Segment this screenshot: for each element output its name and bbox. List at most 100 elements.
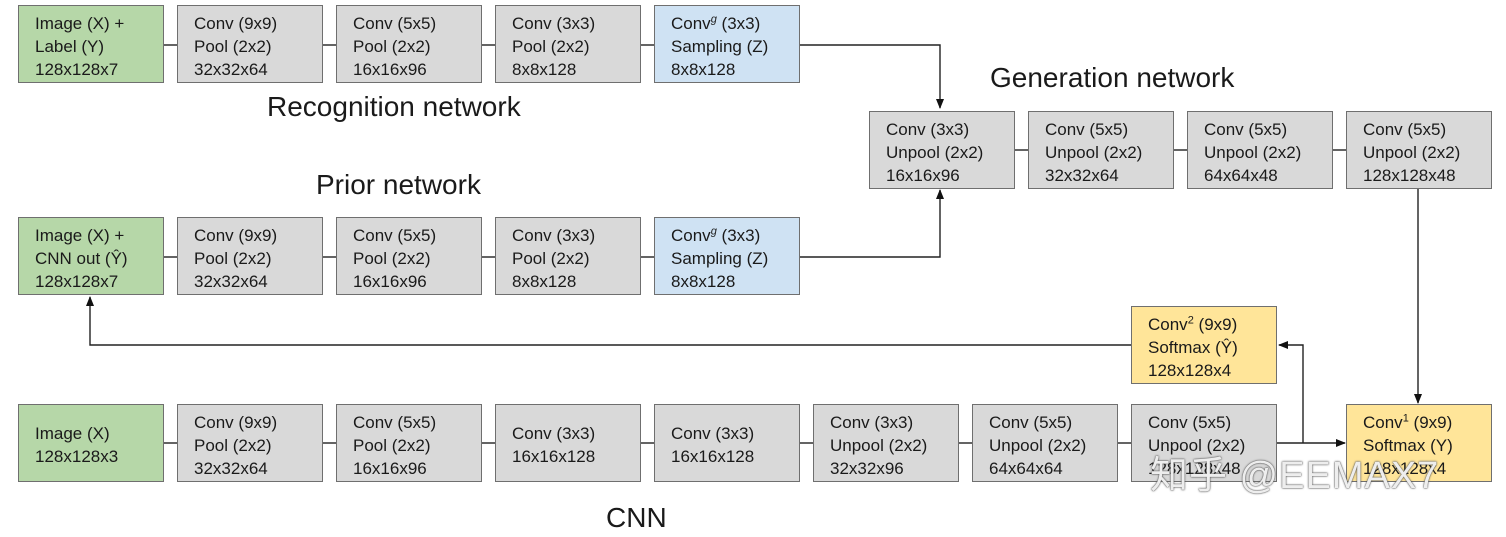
box-line: Pool (2x2) xyxy=(194,436,272,455)
box-line: 128x128x3 xyxy=(35,447,119,466)
kernel-label: (3x3) xyxy=(716,226,761,245)
box-line: Pool (2x2) xyxy=(512,37,590,56)
conv-superscript: 2 xyxy=(1187,314,1194,327)
box-line: 16x16x96 xyxy=(353,459,427,478)
box-line: Unpool (2x2) xyxy=(1148,436,1246,455)
generation-conv4-box: Conv (5x5) Unpool (2x2) 128x128x48 xyxy=(1346,111,1492,189)
recognition-conv2-box: Conv (5x5) Pool (2x2) 16x16x96 xyxy=(336,5,482,83)
zhihu-watermark: 知乎 @EEMAX7 xyxy=(1150,455,1440,497)
generation-conv1-box: Conv (3x3) Unpool (2x2) 16x16x96 xyxy=(869,111,1015,189)
box-line: Conv (3x3) xyxy=(886,120,970,139)
box-line: 32x32x64 xyxy=(194,60,268,79)
box-line: 16x16x96 xyxy=(886,166,960,185)
box-line: Convg (3x3) xyxy=(671,12,799,35)
prior-conv2-box: Conv (5x5) Pool (2x2) 16x16x96 xyxy=(336,217,482,295)
arrow-prior-to-gen xyxy=(799,189,944,258)
box-line: Pool (2x2) xyxy=(353,37,431,56)
recognition-network-title: Recognition network xyxy=(267,91,521,122)
box-line: Conv2 (9x9) xyxy=(1148,313,1276,336)
box-line: 8x8x128 xyxy=(512,60,577,79)
box-line: 32x32x96 xyxy=(830,459,904,478)
box-line: 16x16x128 xyxy=(671,447,755,466)
box-line: Label (Y) xyxy=(35,37,104,56)
box-line: Unpool (2x2) xyxy=(1204,143,1302,162)
box-line: 8x8x128 xyxy=(512,272,577,291)
box-line: Conv (9x9) xyxy=(194,226,278,245)
box-line: 8x8x128 xyxy=(671,60,736,79)
cnn-title: CNN xyxy=(606,502,667,533)
box-line: 16x16x96 xyxy=(353,272,427,291)
box-line: Unpool (2x2) xyxy=(886,143,984,162)
kernel-label: (9x9) xyxy=(1408,413,1453,432)
box-line: Conv (3x3) xyxy=(671,424,755,443)
box-line: Image (X) xyxy=(35,424,110,443)
box-line: 64x64x48 xyxy=(1204,166,1278,185)
box-line: Unpool (2x2) xyxy=(830,436,928,455)
cnn-conv4-box: Conv (3x3) 16x16x128 xyxy=(654,404,800,482)
box-line: 128x128x48 xyxy=(1148,459,1241,478)
arrow-cnn-to-conv2 xyxy=(1278,341,1304,443)
prior-network-title: Prior network xyxy=(316,169,481,200)
box-line: 64x64x64 xyxy=(989,459,1063,478)
box-line: Unpool (2x2) xyxy=(989,436,1087,455)
prior-input-box: Image (X) + CNN out (Ŷ) 128x128x7 xyxy=(18,217,164,295)
conv-label: Conv xyxy=(1148,315,1188,334)
generation-conv3-box: Conv (5x5) Unpool (2x2) 64x64x48 xyxy=(1187,111,1333,189)
generation-conv2-box: Conv (5x5) Unpool (2x2) 32x32x64 xyxy=(1028,111,1174,189)
conv-superscript: g xyxy=(710,13,717,26)
box-line: 16x16x96 xyxy=(353,60,427,79)
box-line: 32x32x64 xyxy=(1045,166,1119,185)
conv-label: Conv xyxy=(671,14,711,33)
cnn-input-box: Image (X) 128x128x3 xyxy=(18,404,164,482)
box-line: Conv (3x3) xyxy=(512,424,596,443)
box-line: 8x8x128 xyxy=(671,272,736,291)
box-line: Pool (2x2) xyxy=(512,249,590,268)
box-line: CNN out (Ŷ) xyxy=(35,249,128,268)
box-line: Conv (3x3) xyxy=(512,226,596,245)
conv2-softmax-box: Conv2 (9x9) Softmax (Ŷ) 128x128x4 xyxy=(1131,306,1277,384)
box-line: 32x32x64 xyxy=(194,272,268,291)
box-line: Conv (5x5) xyxy=(1148,413,1232,432)
recognition-conv3-box: Conv (3x3) Pool (2x2) 8x8x128 xyxy=(495,5,641,83)
box-line: Sampling (Z) xyxy=(671,37,769,56)
box-line: Image (X) + xyxy=(35,14,125,33)
conv-label: Conv xyxy=(671,226,711,245)
box-line: Conv (3x3) xyxy=(512,14,596,33)
conv-superscript: 1 xyxy=(1402,412,1409,425)
box-line: Conv (5x5) xyxy=(1045,120,1129,139)
box-line: Softmax (Y) xyxy=(1363,436,1453,455)
box-line: Unpool (2x2) xyxy=(1045,143,1143,162)
box-line: 128x128x7 xyxy=(35,272,119,291)
box-line: Conv1 (9x9) xyxy=(1363,411,1491,434)
conv-label: Conv xyxy=(1363,413,1403,432)
recognition-conv1-box: Conv (9x9) Pool (2x2) 32x32x64 xyxy=(177,5,323,83)
cnn-conv2-box: Conv (5x5) Pool (2x2) 16x16x96 xyxy=(336,404,482,482)
box-line: Convg (3x3) xyxy=(671,224,799,247)
prior-conv3-box: Conv (3x3) Pool (2x2) 8x8x128 xyxy=(495,217,641,295)
box-line: 128x128x7 xyxy=(35,60,119,79)
box-line: Conv (3x3) xyxy=(830,413,914,432)
box-line: Conv (5x5) xyxy=(1204,120,1288,139)
prior-sampling-box: Convg (3x3) Sampling (Z) 8x8x128 xyxy=(654,217,800,295)
box-line: Conv (5x5) xyxy=(353,14,437,33)
box-line: Pool (2x2) xyxy=(353,436,431,455)
cnn-conv6-box: Conv (5x5) Unpool (2x2) 64x64x64 xyxy=(972,404,1118,482)
cnn-conv3-box: Conv (3x3) 16x16x128 xyxy=(495,404,641,482)
box-line: 128x128x48 xyxy=(1363,166,1456,185)
box-line: Softmax (Ŷ) xyxy=(1148,338,1238,357)
cnn-conv7-box: Conv (5x5) Unpool (2x2) 128x128x48 xyxy=(1131,404,1277,482)
box-line: Unpool (2x2) xyxy=(1363,143,1461,162)
box-line: Conv (5x5) xyxy=(353,226,437,245)
box-line: Image (X) + xyxy=(35,226,125,245)
box-line: 16x16x128 xyxy=(512,447,596,466)
box-line: Conv (9x9) xyxy=(194,413,278,432)
recognition-sampling-box: Convg (3x3) Sampling (Z) 8x8x128 xyxy=(654,5,800,83)
cnn-conv5-box: Conv (3x3) Unpool (2x2) 32x32x96 xyxy=(813,404,959,482)
prior-conv1-box: Conv (9x9) Pool (2x2) 32x32x64 xyxy=(177,217,323,295)
arrow-rec-to-gen xyxy=(799,44,944,109)
box-line: Conv (5x5) xyxy=(353,413,437,432)
kernel-label: (9x9) xyxy=(1193,315,1238,334)
box-line: Conv (5x5) xyxy=(989,413,1073,432)
box-line: Sampling (Z) xyxy=(671,249,769,268)
cnn-conv1-box: Conv (9x9) Pool (2x2) 32x32x64 xyxy=(177,404,323,482)
